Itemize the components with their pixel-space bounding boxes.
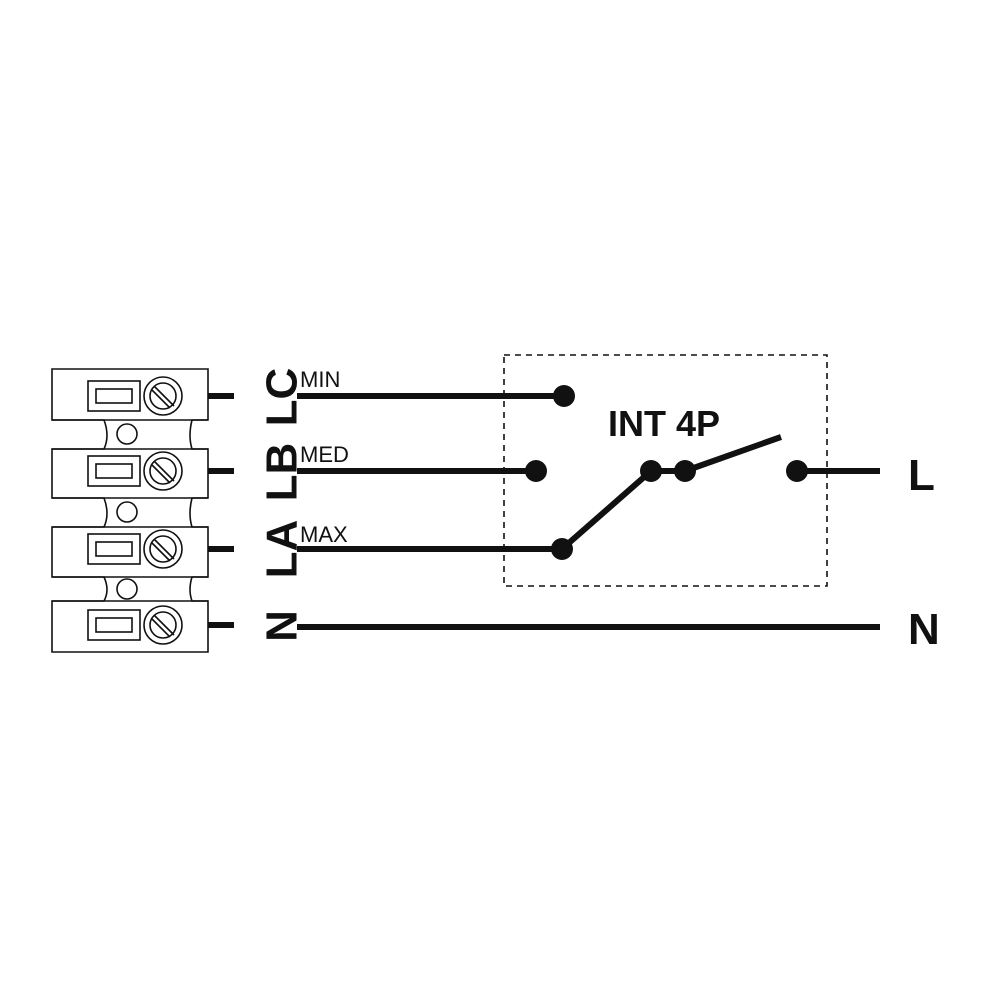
switch-lever-lower	[560, 468, 653, 552]
wire-slot-inner	[95, 388, 133, 404]
supply-label-live: L	[908, 451, 935, 500]
wire-label-med: MED	[300, 442, 349, 467]
switch-lever-open	[683, 434, 783, 474]
terminal-LB	[87, 451, 183, 491]
contact-med	[525, 460, 547, 482]
switch-enclosure	[503, 354, 828, 587]
terminal-N	[87, 605, 183, 645]
contact-min	[553, 385, 575, 407]
wire-slot-inner	[95, 617, 133, 633]
wire-label-min: MIN	[300, 367, 340, 392]
mounting-hole	[116, 578, 138, 600]
wire-slot-inner	[95, 463, 133, 479]
terminal-LA	[87, 529, 183, 569]
supply-label-neutral: N	[908, 605, 940, 654]
terminal-LC	[87, 376, 183, 416]
mounting-hole	[116, 501, 138, 523]
switch-label: INT 4P	[608, 403, 720, 444]
mounting-hole	[116, 423, 138, 445]
wire-label-max: MAX	[300, 522, 348, 547]
terminal-block	[51, 368, 209, 653]
wire-slot-inner	[95, 541, 133, 557]
